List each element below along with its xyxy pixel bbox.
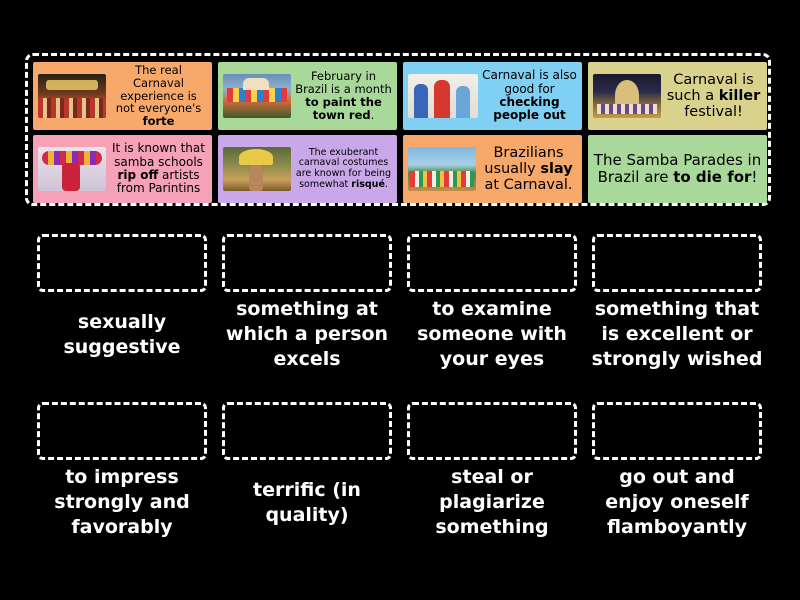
- definition-1: sexually suggestive: [63, 311, 181, 358]
- card-keyword: rip off: [117, 168, 159, 182]
- drop-slot-4[interactable]: [592, 234, 762, 292]
- parade-photo-icon: [223, 74, 291, 118]
- card-keyword: to paint the town red: [305, 95, 382, 122]
- card-text-end: .: [370, 107, 375, 122]
- definition-6: terrific (in quality): [253, 479, 361, 526]
- card-keyword: slay: [540, 160, 573, 177]
- card-text: The exuberant carnaval costumes are know…: [295, 146, 392, 190]
- card-text-end: .: [384, 178, 388, 190]
- card-text: Carnaval is also good for: [482, 68, 577, 96]
- drop-slot-1[interactable]: [37, 234, 207, 292]
- answer-card-paint-the-town-red[interactable]: February in Brazil is a month to paint t…: [218, 62, 397, 130]
- definition-3: to examine someone with your eyes: [417, 298, 567, 370]
- card-keyword: killer: [718, 87, 761, 104]
- definition-4: something that is excellent or strongly …: [591, 298, 763, 370]
- card-text-end: festival!: [684, 104, 743, 121]
- drop-slot-7[interactable]: [407, 402, 577, 460]
- card-keyword: to die for: [673, 168, 752, 186]
- street-photo-icon: [408, 147, 476, 191]
- costume-photo-icon: [38, 147, 106, 191]
- card-text-end: artists from Parintins: [116, 168, 201, 196]
- card-text: February in Brazil is a month: [295, 69, 392, 97]
- answer-card-killer[interactable]: Carnaval is such a killer festival!: [588, 62, 767, 130]
- drop-slot-5[interactable]: [37, 402, 207, 460]
- float-photo-icon: [593, 74, 661, 118]
- answer-card-to-die-for[interactable]: The Samba Parades in Brazil are to die f…: [588, 135, 767, 203]
- card-keyword: forte: [142, 114, 175, 129]
- card-text: The real Carnaval experience is not ever…: [115, 62, 202, 116]
- card-text: Brazilians usually: [484, 144, 564, 177]
- answer-card-checking-people-out[interactable]: Carnaval is also good for checking peopl…: [403, 62, 582, 130]
- drop-slot-2[interactable]: [222, 234, 392, 292]
- answer-card-risque[interactable]: The exuberant carnaval costumes are know…: [218, 135, 397, 203]
- drop-slot-8[interactable]: [592, 402, 762, 460]
- definition-5: to impress strongly and favorably: [54, 466, 190, 538]
- card-text-end: at Carnaval.: [484, 177, 573, 194]
- crowd-photo-icon: [38, 74, 106, 118]
- drop-slot-6[interactable]: [222, 402, 392, 460]
- card-pool: [25, 53, 771, 206]
- answer-card-rip-off[interactable]: It is known that samba schools rip off a…: [33, 135, 212, 203]
- card-keyword: checking people out: [493, 95, 566, 123]
- definition-8: go out and enjoy oneself flamboyantly: [605, 466, 749, 538]
- card-text-end: !: [751, 168, 758, 186]
- definition-7: steal or plagiarize something: [435, 466, 549, 538]
- people-photo-icon: [408, 74, 478, 118]
- answer-card-slay[interactable]: Brazilians usually slay at Carnaval.: [403, 135, 582, 203]
- card-text: It is known that samba schools: [112, 141, 205, 169]
- answer-card-forte[interactable]: The real Carnaval experience is not ever…: [33, 62, 212, 130]
- drop-slot-3[interactable]: [407, 234, 577, 292]
- card-text: Carnaval is such a: [666, 71, 754, 104]
- card-keyword: risqué: [351, 178, 385, 190]
- card-text: The Samba Parades in Brazil are: [593, 151, 762, 186]
- definition-2: something at which a person excels: [225, 298, 389, 370]
- dancer-photo-icon: [223, 147, 291, 191]
